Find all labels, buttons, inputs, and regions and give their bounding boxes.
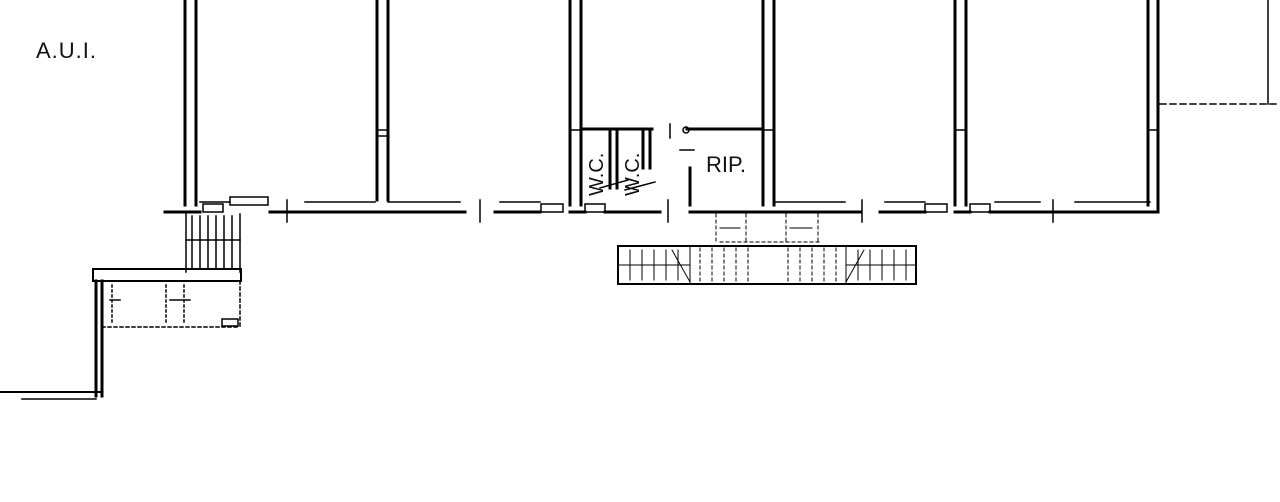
- wc-doors: [599, 123, 695, 191]
- room-label-rip: RIP.: [706, 152, 746, 177]
- left-stair: [0, 213, 242, 400]
- entrance-steps: [617, 213, 917, 285]
- grid-ticks: [286, 199, 1054, 223]
- wc-label-2: W.C.: [622, 152, 644, 196]
- right-boundary: [1159, 0, 1280, 105]
- wall-notches: [376, 129, 1159, 137]
- wc-partitions: [579, 127, 765, 207]
- window-openings: [202, 196, 991, 213]
- area-label: A.U.I.: [36, 38, 98, 63]
- interior-walls: [183, 0, 1160, 214]
- wc-label-1: W.C.: [586, 152, 608, 196]
